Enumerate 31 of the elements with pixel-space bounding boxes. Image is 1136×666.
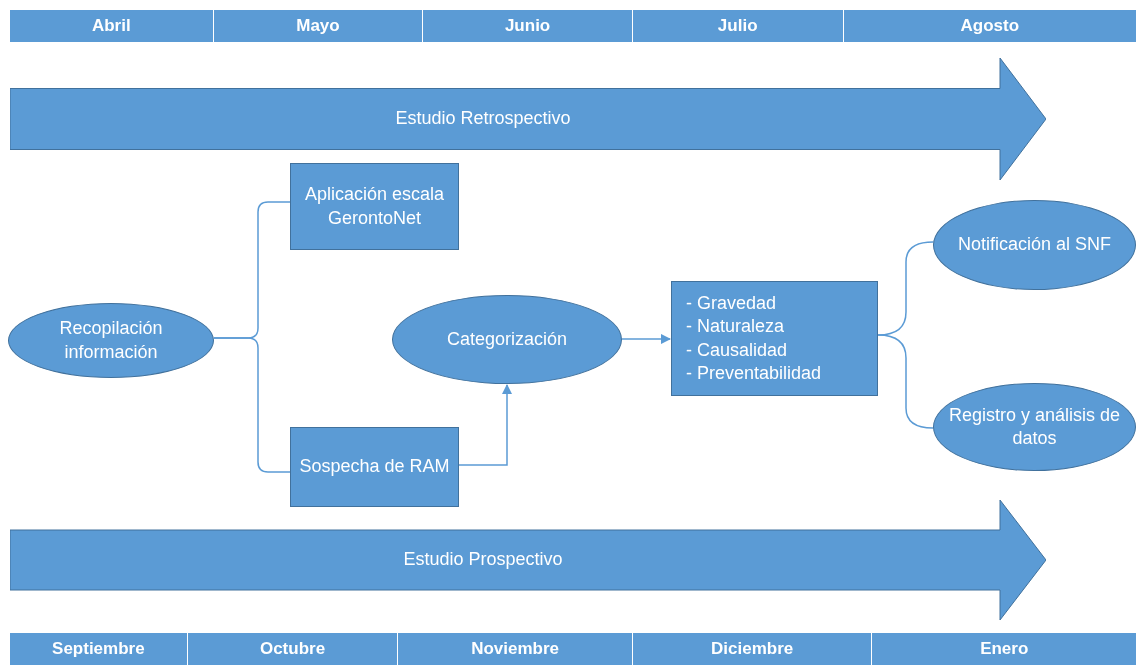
connector-line (213, 337, 291, 473)
block-arrow (10, 58, 1046, 180)
arrow (458, 383, 513, 466)
list-item: - Naturaleza (685, 315, 786, 339)
node-label: Aplicación escala GerontoNet (303, 183, 446, 230)
month-header: Agosto (843, 10, 1136, 42)
month-header: Octubre (187, 633, 398, 665)
month-header: Septiembre (10, 633, 187, 665)
list-item: - Gravedad (685, 292, 778, 316)
month-header: Abril (10, 10, 213, 42)
connector-line (877, 334, 934, 429)
block-arrow (10, 500, 1046, 620)
list-box (671, 281, 878, 396)
month-header: Junio (423, 10, 632, 42)
list-item: - Preventabilidad (685, 361, 823, 385)
arrow (621, 333, 672, 345)
node-label: Estudio Prospectivo (402, 548, 564, 572)
node-label: Categorización (445, 327, 569, 351)
month-header: Noviembre (398, 633, 632, 665)
node-label: Registro y análisis de datos (947, 403, 1122, 450)
node-label: Estudio Retrospectivo (394, 107, 572, 131)
node-label: Recopilación información (58, 317, 164, 364)
month-header: Mayo (213, 10, 423, 42)
process-box (290, 163, 459, 250)
node-label: Notificación al SNF (956, 233, 1113, 257)
list-item: - Causalidad (685, 338, 789, 362)
process-box (290, 427, 459, 507)
month-header: Enero (872, 633, 1136, 665)
node-label: Sospecha de RAM (298, 455, 451, 479)
month-header: Julio (632, 10, 843, 42)
month-header: Diciembre (632, 633, 872, 665)
